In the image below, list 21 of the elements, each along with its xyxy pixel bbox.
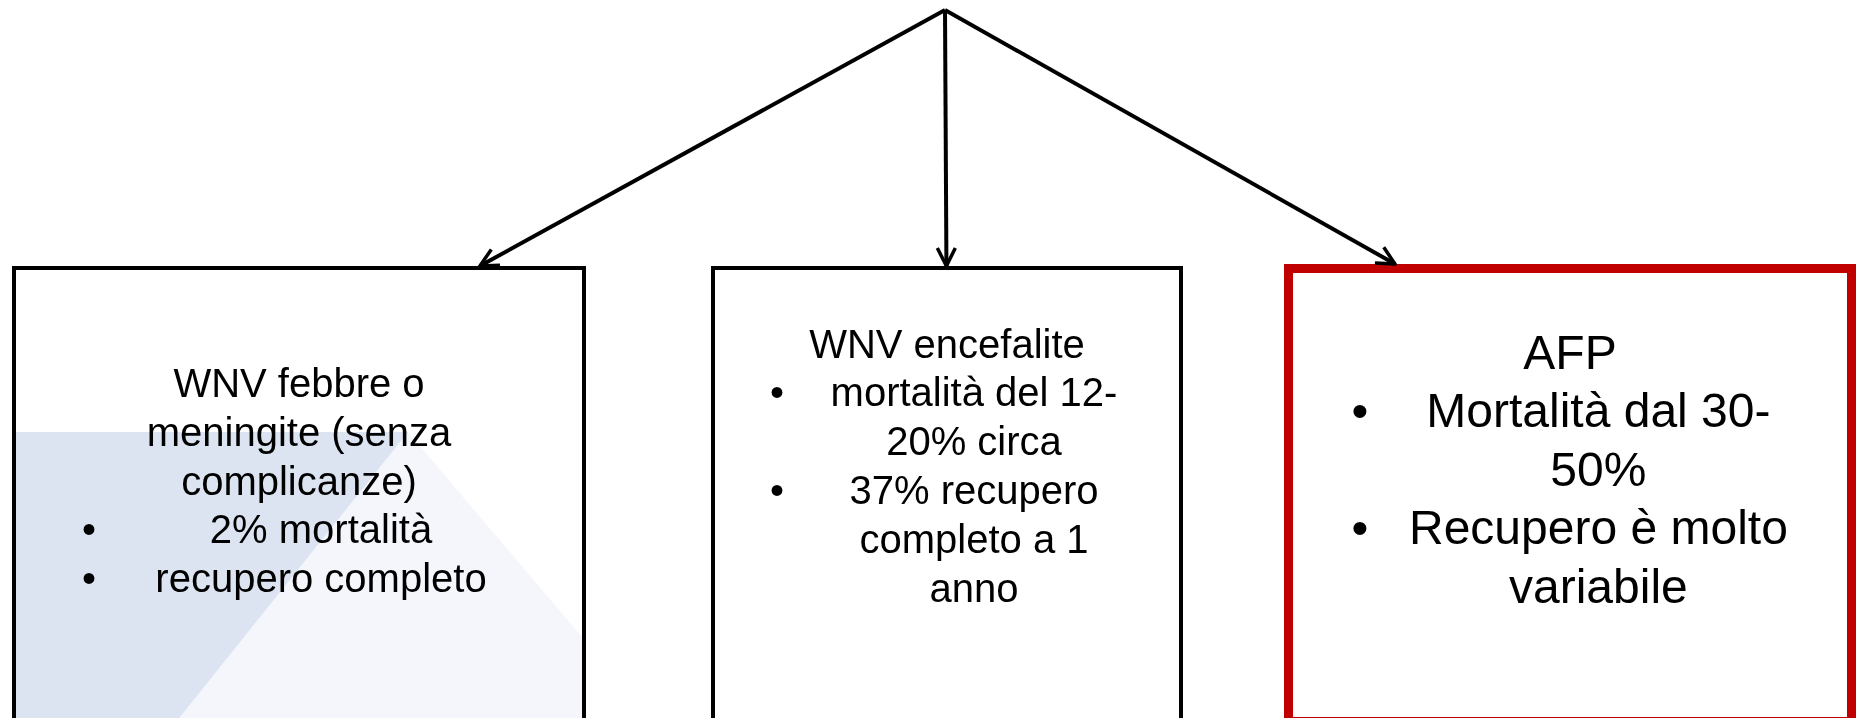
text-box [711,266,1183,718]
text-box [12,266,586,718]
heading-text: AFP [1523,324,1617,381]
bullet-mark: • [770,369,784,417]
bullet-text: 2% mortalità [208,506,434,554]
bullet-mark: • [770,467,784,514]
arrow [478,8,946,268]
bullet-mark: • [1351,383,1369,440]
heading-text: WNV encefalite [809,320,1085,368]
bullet-mark: • [1351,500,1369,557]
bullet-text: Recupero è molto variabile [1408,500,1789,615]
bullet-mark: • [82,555,96,603]
bullet-text: 37% recupero completo a 1 anno [848,467,1100,612]
bullet-text: recupero completo [154,555,488,603]
arrow [944,8,1397,266]
heading-text: WNV febbre o meningite (senza complicanze) [145,360,453,505]
text-box [1284,264,1856,718]
bullet-mark: • [82,506,96,554]
bullet-text: Mortalità dal 30-50% [1425,383,1772,498]
bullet-text: mortalità del 12-20% circa [829,369,1119,466]
arrow [935,10,958,268]
